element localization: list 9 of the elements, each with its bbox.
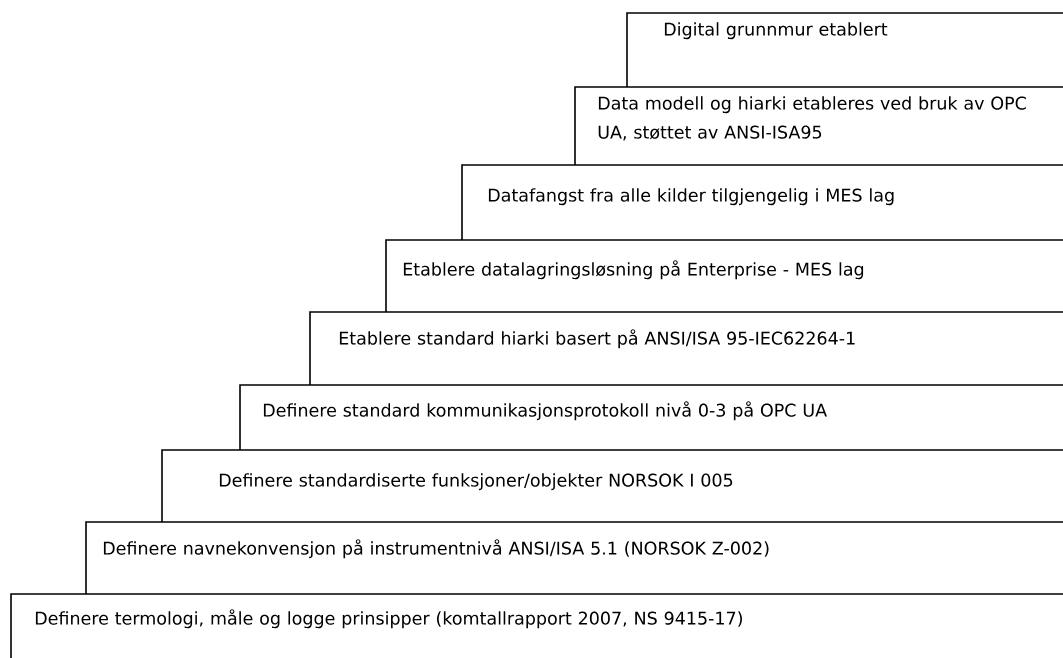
step-box: Definere standardiserte funksjoner/objekter NORSOK I 005 <box>161 449 1063 523</box>
step-box: Etablere standard hiarki basert på ANSI/ISA 95-IEC62264-1 <box>309 311 1063 386</box>
step-box: Data modell og hiarki etableres ved bruk av OPC UA, støttet av ANSI-ISA95 <box>574 86 1063 166</box>
step-box: Definere navnekonvensjon på instrumentnivå ANSI/ISA 5.1 (NORSOK Z-002) <box>85 521 1063 595</box>
step-box: Definere termologi, måle og logge prinsipper (komtallrapport 2007, NS 9415-17) <box>10 593 1063 658</box>
step-box: Definere standard kommunikasjonsprotokoll nivå 0-3 på OPC UA <box>239 384 1063 451</box>
step-box: Datafangst fra alle kilder tilgjengelig i MES lag <box>461 164 1063 241</box>
step-box: Digital grunnmur etablert <box>626 12 1063 88</box>
step-box: Etablere datalagringsløsning på Enterprise - MES lag <box>385 239 1063 313</box>
